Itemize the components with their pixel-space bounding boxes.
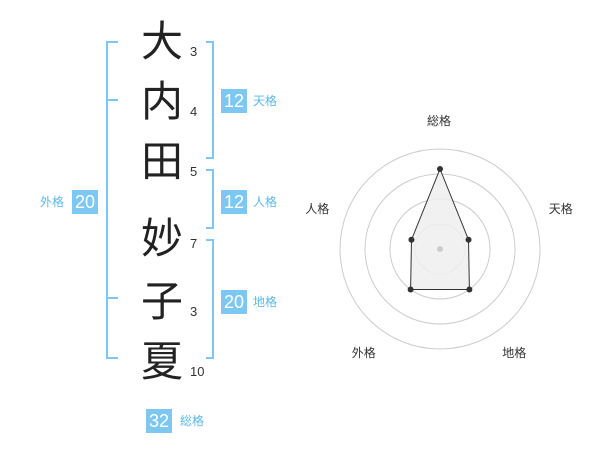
radar-point-総格 — [437, 166, 443, 172]
radar-axis-label-総格: 総格 — [427, 114, 452, 128]
name-char-2: 内 — [140, 77, 183, 126]
jinkaku-value-badge: 12 — [221, 190, 248, 214]
chikaku-value-badge: 20 — [221, 290, 248, 314]
radar-axis-label-外格: 外格 — [351, 345, 376, 360]
stroke-count-2: 4 — [190, 104, 198, 119]
radar-point-外格 — [407, 286, 414, 293]
radar-point-人格 — [408, 236, 415, 243]
radar-point-天格 — [465, 236, 472, 243]
tenkaku-bracket — [206, 41, 214, 159]
chikaku-bracket — [206, 239, 214, 359]
tenkaku-label: 天格 — [253, 94, 278, 108]
radar-axis-label-地格: 地格 — [502, 345, 527, 360]
radar-axis-label-人格: 人格 — [305, 202, 330, 217]
radar-center-dot — [437, 246, 443, 252]
stroke-count-5: 3 — [190, 304, 198, 319]
soukaku-label: 総格 — [180, 414, 205, 428]
stroke-count-6: 10 — [190, 364, 205, 379]
jinkaku-label: 人格 — [253, 195, 278, 209]
radar-data-polygon — [410, 167, 470, 290]
name-char-4: 妙 — [140, 214, 183, 263]
jinkaku-bracket — [206, 169, 214, 229]
name-char-3: 田 — [140, 137, 183, 186]
gaikaku-bracket — [106, 41, 118, 359]
chikaku-label: 地格 — [253, 295, 278, 309]
gaikaku-label: 外格 — [40, 195, 65, 209]
stroke-count-1: 3 — [190, 44, 198, 59]
radar-ring-4 — [339, 148, 541, 350]
soukaku-value-badge: 32 — [146, 409, 173, 433]
name-char-1: 大 — [140, 17, 183, 66]
name-char-5: 子 — [140, 277, 183, 326]
stroke-count-3: 5 — [190, 164, 198, 179]
stroke-count-4: 7 — [190, 236, 198, 251]
tenkaku-value-badge: 12 — [221, 89, 248, 113]
name-char-6: 夏 — [140, 337, 183, 386]
radar-axis-label-天格: 天格 — [548, 202, 573, 217]
radar-point-地格 — [466, 286, 473, 293]
gaikaku-value-badge: 20 — [72, 190, 99, 214]
